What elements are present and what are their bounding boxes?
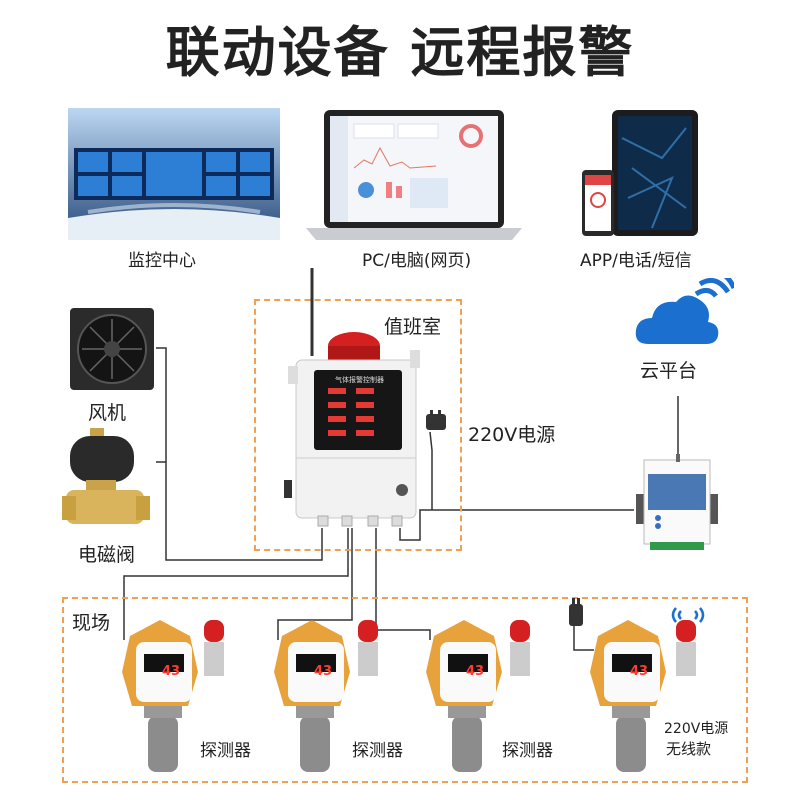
laptop-image: [306, 110, 522, 240]
detector-4-reading: 43: [630, 664, 649, 679]
duty-room-label: 值班室: [384, 316, 442, 338]
detector-2-label: 探测器: [352, 741, 403, 761]
page-title: 联动设备 远程报警: [165, 21, 635, 84]
detector-2: 43 探测器: [270, 612, 403, 780]
controller-panel-title: 气体报警控制器: [335, 376, 384, 384]
fan-image: [70, 308, 154, 390]
detector-1: 43 探测器: [118, 612, 251, 780]
detector-3: 43 探测器: [422, 612, 553, 780]
detector-1-image: [122, 620, 224, 772]
detector-4: 43 220V电源 无线款: [586, 604, 728, 780]
detector-4-sublabel: 无线款: [666, 740, 712, 758]
duty-room-box: [254, 299, 462, 551]
detector-1-label: 探测器: [200, 741, 251, 761]
detector-3-image: [426, 620, 530, 772]
cloud-wifi-icon: [635, 278, 734, 344]
field-label: 现场: [72, 612, 111, 634]
alarm-controller: [284, 332, 420, 527]
wireless-signal-icon: [671, 607, 705, 623]
power-adapter-icon: [569, 598, 583, 626]
valve-label: 电磁阀: [78, 544, 136, 566]
detector-4-label: 220V电源: [664, 721, 729, 737]
detector-4-image: [590, 620, 696, 772]
fan-label: 风机: [88, 402, 127, 424]
detector-3-label: 探测器: [502, 741, 553, 761]
monitor-center-image: [68, 108, 280, 240]
detector-2-reading: 43: [314, 664, 333, 679]
gateway-device: [636, 454, 718, 550]
app-devices-image: [582, 110, 698, 236]
detector-3-reading: 43: [466, 664, 485, 679]
field-box: [62, 597, 748, 783]
cloud-label: 云平台: [640, 360, 698, 382]
detector-1-reading: 43: [162, 664, 181, 679]
power-label: 220V电源: [468, 424, 556, 446]
power-plug-icon: [426, 410, 446, 430]
pc-caption: PC/电脑(网页): [362, 251, 472, 271]
monitor-center-caption: 监控中心: [128, 251, 196, 271]
solenoid-valve-image: [62, 428, 150, 524]
detector-2-image: [274, 620, 378, 772]
app-caption: APP/电话/短信: [580, 251, 692, 271]
